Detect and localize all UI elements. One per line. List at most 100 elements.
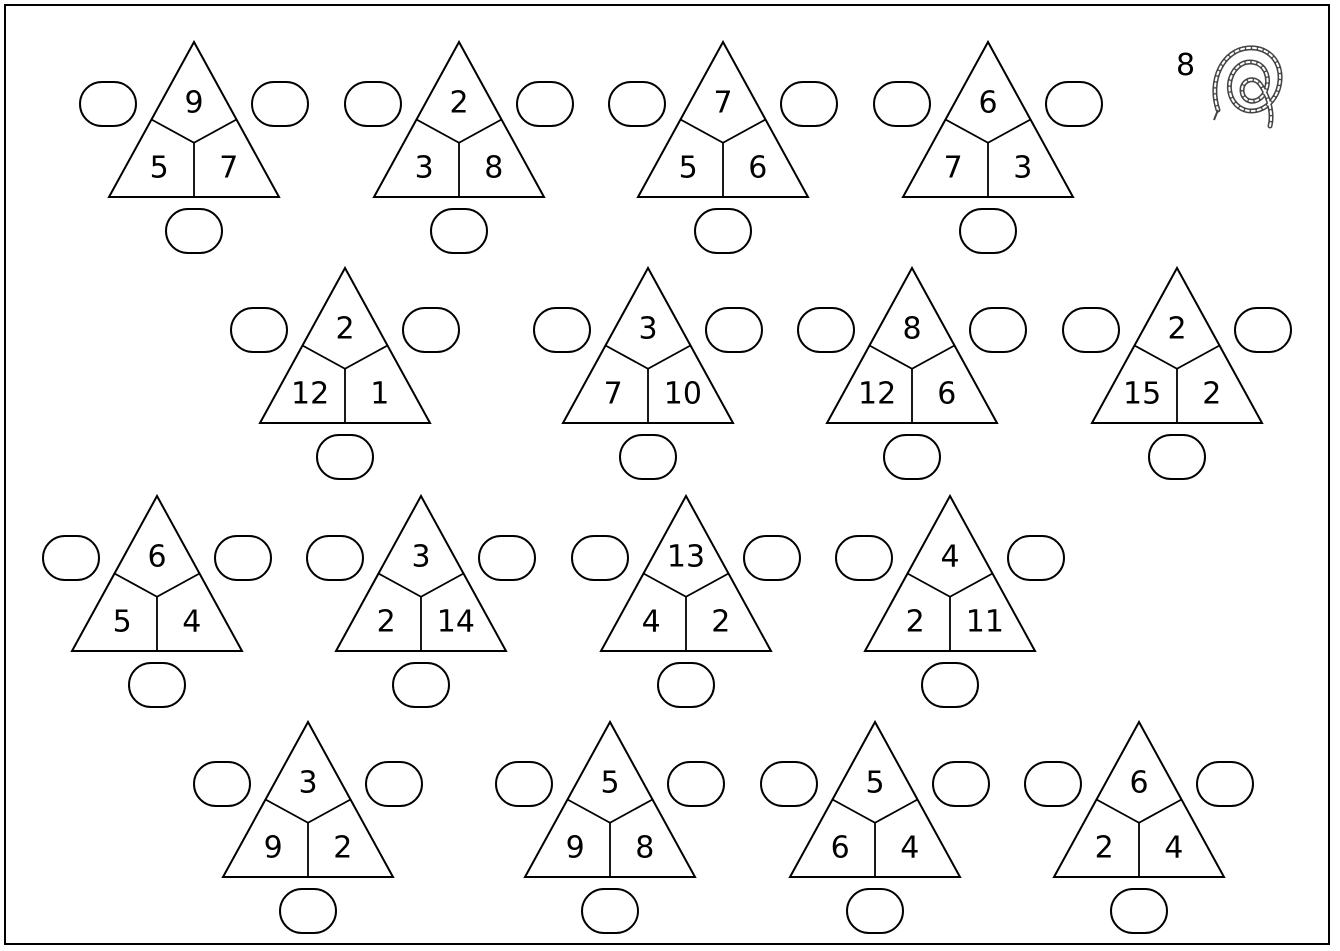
answer-box-right[interactable] (1008, 536, 1064, 580)
triangle-top-number: 9 (184, 86, 203, 121)
answer-box-bottom[interactable] (695, 209, 751, 253)
answer-box-bottom[interactable] (582, 889, 638, 933)
answer-box-right[interactable] (933, 762, 989, 806)
answer-box-right[interactable] (1235, 308, 1291, 352)
triangle-top-number: 7 (713, 86, 732, 121)
answer-box-left[interactable] (836, 536, 892, 580)
answer-box-left[interactable] (609, 82, 665, 126)
triangle-left-number: 3 (415, 151, 434, 186)
triangle-top-number: 6 (978, 86, 997, 121)
triangle-right-number: 6 (748, 151, 767, 186)
triangle-top-number: 2 (449, 86, 468, 121)
answer-box-bottom[interactable] (847, 889, 903, 933)
answer-box-bottom[interactable] (431, 209, 487, 253)
triangle-left-number: 15 (1123, 377, 1161, 412)
triangle-left-number: 9 (264, 831, 283, 866)
triangle-top-number: 6 (1129, 766, 1148, 801)
answer-box-bottom[interactable] (317, 435, 373, 479)
triangle-right-number: 8 (635, 831, 654, 866)
answer-box-bottom[interactable] (129, 663, 185, 707)
number-triangle: 37 10 (534, 268, 762, 479)
answer-box-left[interactable] (345, 82, 401, 126)
triangle-right-number: 10 (664, 377, 702, 412)
answer-box-right[interactable] (1197, 762, 1253, 806)
triangle-right-number: 4 (1164, 831, 1183, 866)
answer-box-left[interactable] (534, 308, 590, 352)
triangle-left-number: 7 (944, 151, 963, 186)
triangle-right-number: 8 (484, 151, 503, 186)
answer-box-left[interactable] (231, 308, 287, 352)
triangle-left-number: 4 (642, 605, 661, 640)
answer-box-right[interactable] (403, 308, 459, 352)
answer-box-bottom[interactable] (922, 663, 978, 707)
triangle-left-number: 5 (679, 151, 698, 186)
answer-box-right[interactable] (366, 762, 422, 806)
answer-box-left[interactable] (1063, 308, 1119, 352)
triangle-right-number: 2 (1202, 377, 1221, 412)
triangle-right-number: 3 (1013, 151, 1032, 186)
triangle-right-number: 11 (966, 605, 1004, 640)
triangle-right-number: 2 (711, 605, 730, 640)
answer-box-bottom[interactable] (393, 663, 449, 707)
answer-box-left[interactable] (307, 536, 363, 580)
triangle-top-number: 8 (902, 312, 921, 347)
answer-box-right[interactable] (668, 762, 724, 806)
triangle-right-number: 7 (219, 151, 238, 186)
triangle-left-number: 7 (604, 377, 623, 412)
triangle-left-number: 5 (113, 605, 132, 640)
triangle-left-number: 9 (566, 831, 585, 866)
answer-box-bottom[interactable] (884, 435, 940, 479)
triangle-top-number: 4 (940, 540, 959, 575)
answer-box-left[interactable] (43, 536, 99, 580)
triangle-left-number: 5 (150, 151, 169, 186)
answer-box-right[interactable] (970, 308, 1026, 352)
answer-box-right[interactable] (706, 308, 762, 352)
answer-box-right[interactable] (252, 82, 308, 126)
answer-box-right[interactable] (744, 536, 800, 580)
answer-box-left[interactable] (80, 82, 136, 126)
answer-box-bottom[interactable] (1111, 889, 1167, 933)
triangle-right-number: 1 (370, 377, 389, 412)
triangle-right-number: 2 (333, 831, 352, 866)
answer-box-bottom[interactable] (620, 435, 676, 479)
answer-box-left[interactable] (874, 82, 930, 126)
answer-box-left[interactable] (572, 536, 628, 580)
triangle-left-number: 2 (1095, 831, 1114, 866)
answer-box-left[interactable] (1025, 762, 1081, 806)
triangle-top-number: 2 (335, 312, 354, 347)
answer-box-right[interactable] (215, 536, 271, 580)
triangle-right-number: 4 (900, 831, 919, 866)
answer-box-left[interactable] (798, 308, 854, 352)
answer-box-right[interactable] (781, 82, 837, 126)
answer-box-right[interactable] (1046, 82, 1102, 126)
answer-box-left[interactable] (496, 762, 552, 806)
number-triangle: 62 4 (1025, 722, 1253, 933)
triangle-right-number: 4 (182, 605, 201, 640)
answer-box-left[interactable] (194, 762, 250, 806)
answer-box-bottom[interactable] (280, 889, 336, 933)
number-triangle: 1342 (572, 496, 800, 707)
triangle-top-number: 5 (865, 766, 884, 801)
triangle-top-number: 2 (1167, 312, 1186, 347)
answer-box-bottom[interactable] (960, 209, 1016, 253)
answer-box-right[interactable] (517, 82, 573, 126)
answer-box-bottom[interactable] (1149, 435, 1205, 479)
triangle-left-number: 2 (377, 605, 396, 640)
answer-box-bottom[interactable] (166, 209, 222, 253)
number-triangle: 95 7 (80, 42, 308, 253)
number-triangle: 75 6 (609, 42, 837, 253)
answer-box-bottom[interactable] (658, 663, 714, 707)
answer-box-right[interactable] (479, 536, 535, 580)
triangle-top-number: 3 (638, 312, 657, 347)
triangle-left-number: 12 (858, 377, 896, 412)
answer-box-left[interactable] (761, 762, 817, 806)
